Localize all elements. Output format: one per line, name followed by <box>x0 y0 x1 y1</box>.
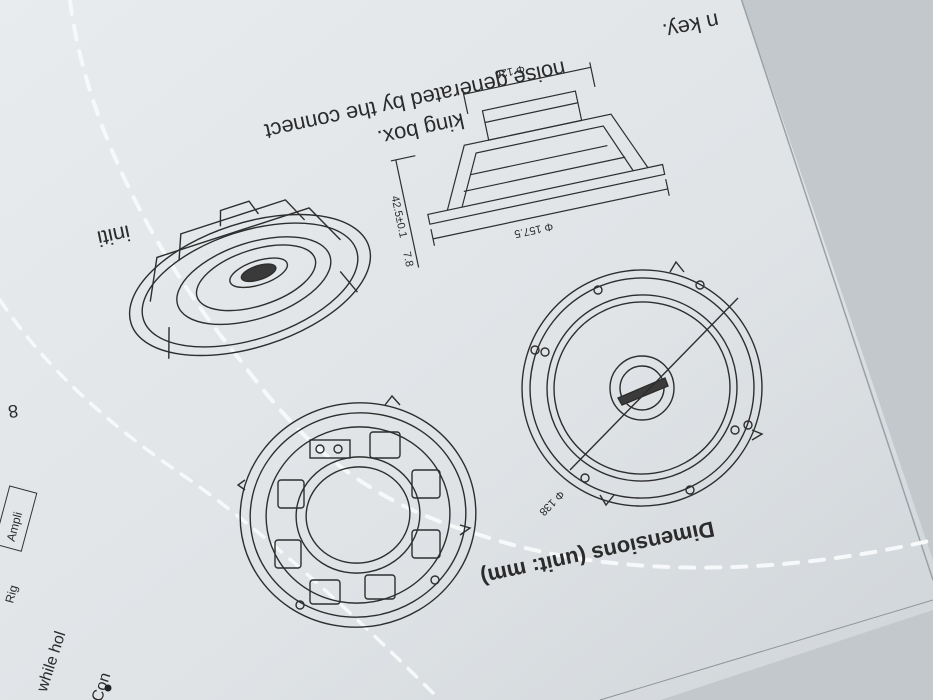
speaker-front-view <box>521 260 764 507</box>
paper-fold-line <box>740 0 933 581</box>
paper-edge-line <box>599 599 933 700</box>
bullet-dot <box>104 684 112 692</box>
speaker-rear-view <box>236 394 477 628</box>
amplifier-box <box>0 485 38 552</box>
left-fragment-5: 8 <box>7 401 20 422</box>
speaker-perspective-drawing <box>128 199 372 359</box>
stitch-seam-2 <box>0 298 442 700</box>
dim-flange: 7.8 <box>400 250 415 267</box>
left-fragment-2: Rig <box>2 584 20 605</box>
